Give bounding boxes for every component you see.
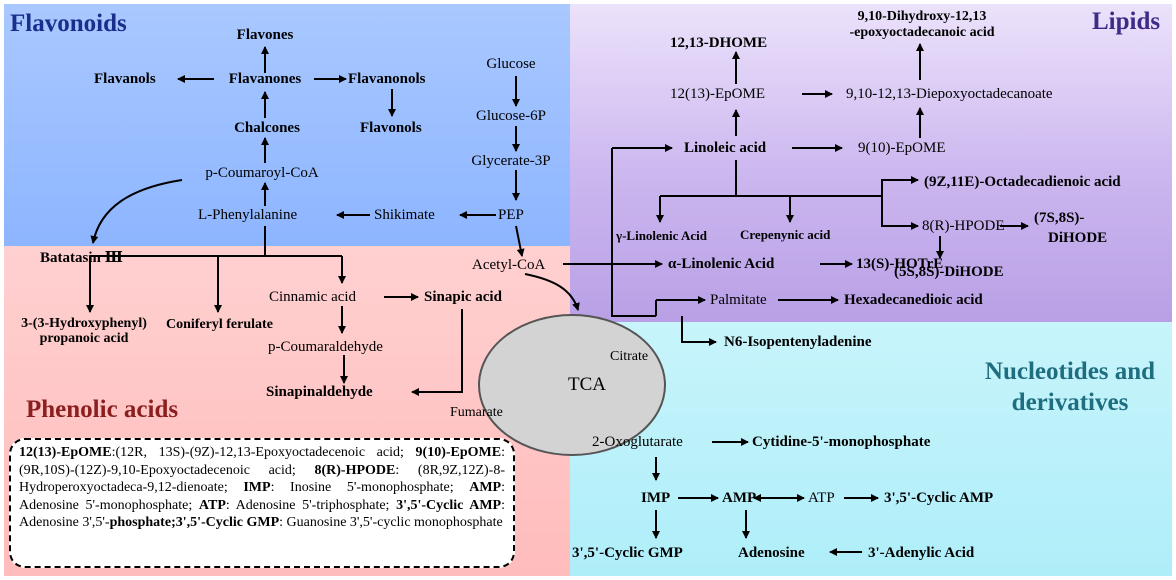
node-batatasin: Batatasin Ⅲ (40, 250, 123, 266)
legend-definition: : Guanosine 3',5'-cyclic monophosphate (279, 515, 503, 531)
node-hexadecanedioic-acid: Hexadecanedioic acid (844, 292, 983, 308)
node-2-oxoglutarate: 2-Oxoglutarate (592, 434, 683, 450)
legend-term: 12(13)-EpOME (19, 445, 112, 460)
node-9-10-epome: 9(10)-EpOME (858, 140, 946, 156)
node-glucose: Glucose (486, 56, 536, 72)
node-8r-hpode: 8(R)-HPODE (922, 218, 1005, 234)
node-l-phenylalanine: L-Phenylalanine (198, 207, 298, 223)
legend-definition: : Adenosine 3',5'- (19, 497, 505, 531)
legend-definition: : (9R,10S)-(12Z)-9,10-Epoxyoctadecenoic … (19, 445, 505, 478)
node-gamma-linolenic-acid: γ-Linolenic Acid (616, 228, 707, 243)
node-imp: IMP (641, 490, 671, 506)
node-crepenynic-acid: Crepenynic acid (740, 227, 831, 242)
node-fumarate: Fumarate (450, 405, 503, 420)
node-glycerate-3p: Glycerate-3P (471, 153, 551, 169)
legend-definition: : Adenosine 5'-monophosphate; (19, 480, 505, 513)
flavonoids-title: Flavonoids (10, 10, 127, 37)
node-flavonols: Flavonols (360, 120, 422, 136)
phenolic-acids-title: Phenolic acids (26, 396, 179, 423)
legend-definition: : Adenosine 5'-triphosphate; (225, 497, 397, 513)
node-shikimate: Shikimate (374, 207, 435, 223)
node-12-13-epome: 12(13)-EpOME (670, 86, 765, 102)
node-flavones: Flavones (236, 27, 294, 43)
node-linoleic-acid: Linoleic acid (684, 140, 767, 156)
legend-term: 3',5'-Cyclic AMP (396, 497, 502, 513)
node-chalcones: Chalcones (234, 120, 300, 136)
node-hydroxyphenyl-line2: propanoic acid (39, 331, 129, 346)
node-pep: PEP (498, 207, 524, 223)
abbreviation-legend: 12(13)-EpOME:(12R, 13S)-(9Z)-12,13-Epoxy… (9, 438, 515, 568)
node-dihydroxy-line1: 9,10-Dihydroxy-12,13 (857, 9, 987, 24)
legend-term: 9(10)-EpOME (415, 445, 502, 460)
node-7s8s-dihode-line2: DiHODE (1048, 230, 1108, 246)
node-13s-hotre: 13(S)-HOTrE (856, 256, 944, 272)
legend-term: phosphate;3',5'-Cyclic GMP (109, 515, 280, 531)
node-sinapinaldehyde: Sinapinaldehyde (266, 384, 373, 400)
node-12-13-dhome: 12,13-DHOME (670, 35, 768, 51)
lipids-region (570, 4, 1172, 322)
legend-definition: :(12R, 13S)-(9Z)-12,13-Epoxyoctadecenoic… (111, 445, 416, 460)
legend-term: ATP (198, 497, 226, 513)
nucleotides-title: Nucleotides and derivatives (985, 356, 1155, 418)
flavonoids-region (4, 4, 570, 246)
legend-term: 8(R)-HPODE (314, 462, 396, 478)
node-cyclic-amp: 3',5'-Cyclic AMP (884, 490, 994, 506)
node-glucose-6p: Glucose-6P (476, 108, 546, 124)
tca-label: TCA (568, 374, 606, 395)
node-atp: ATP (808, 490, 835, 506)
node-citrate: Citrate (610, 349, 649, 364)
node-cyclic-gmp: 3',5'-Cyclic GMP (572, 545, 683, 561)
node-flavanonols: Flavanonols (348, 71, 426, 87)
node-n6-isopentenyladenine: N6-Isopentenyladenine (724, 334, 872, 350)
legend-term: IMP (243, 480, 271, 496)
node-amp: AMP (722, 490, 757, 506)
node-5s8s-dihode: (5S,8S)-DiHODE (894, 264, 1004, 280)
tca-ellipse (478, 314, 666, 456)
lipids-title: Lipids (1092, 8, 1161, 35)
node-7s8s-dihode-line1: (7S,8S)- (1034, 210, 1085, 226)
node-3-adenylic-acid: 3'-Adenylic Acid (868, 545, 975, 561)
legend-term: AMP (469, 480, 502, 496)
node-dihydroxy-line2: -epoxyoctadecanoic acid (849, 25, 995, 40)
node-p-coumaroyl-coa: p-Coumaroyl-CoA (205, 165, 319, 181)
node-palmitate: Palmitate (710, 292, 767, 308)
node-sinapic-acid: Sinapic acid (424, 289, 502, 305)
node-p-coumaraldehyde: p-Coumaraldehyde (268, 339, 383, 355)
node-cinnamic-acid: Cinnamic acid (269, 289, 357, 305)
node-acetyl-coa: Acetyl-CoA (472, 257, 546, 273)
node-octadecadienoic-acid: (9Z,11E)-Octadecadienoic acid (924, 174, 1121, 190)
node-diepoxyoctadecanoate: 9,10-12,13-Diepoxyoctadecanoate (846, 86, 1053, 102)
node-alpha-linolenic-acid: α-Linolenic Acid (668, 256, 775, 272)
node-hydroxyphenyl-line1: 3-(3-Hydroxyphenyl) (21, 316, 147, 331)
node-flavanols: Flavanols (94, 71, 156, 87)
node-coniferyl-ferulate: Coniferyl ferulate (166, 317, 273, 332)
nucleotides-title-line1: Nucleotides and (984, 358, 1156, 385)
nucleotides-title-line2: derivatives (1011, 389, 1129, 416)
legend-definition: : (8R,9Z,12Z)-8-Hydroperoxyoctadeca-9,12… (19, 462, 506, 496)
legend-definition: : Inosine 5'-monophosphate; (270, 480, 470, 496)
node-cytidine-monophosphate: Cytidine-5'-monophosphate (752, 434, 931, 450)
node-flavanones: Flavanones (228, 71, 302, 87)
node-adenosine: Adenosine (738, 545, 805, 561)
nucleotides-region (570, 322, 1172, 576)
